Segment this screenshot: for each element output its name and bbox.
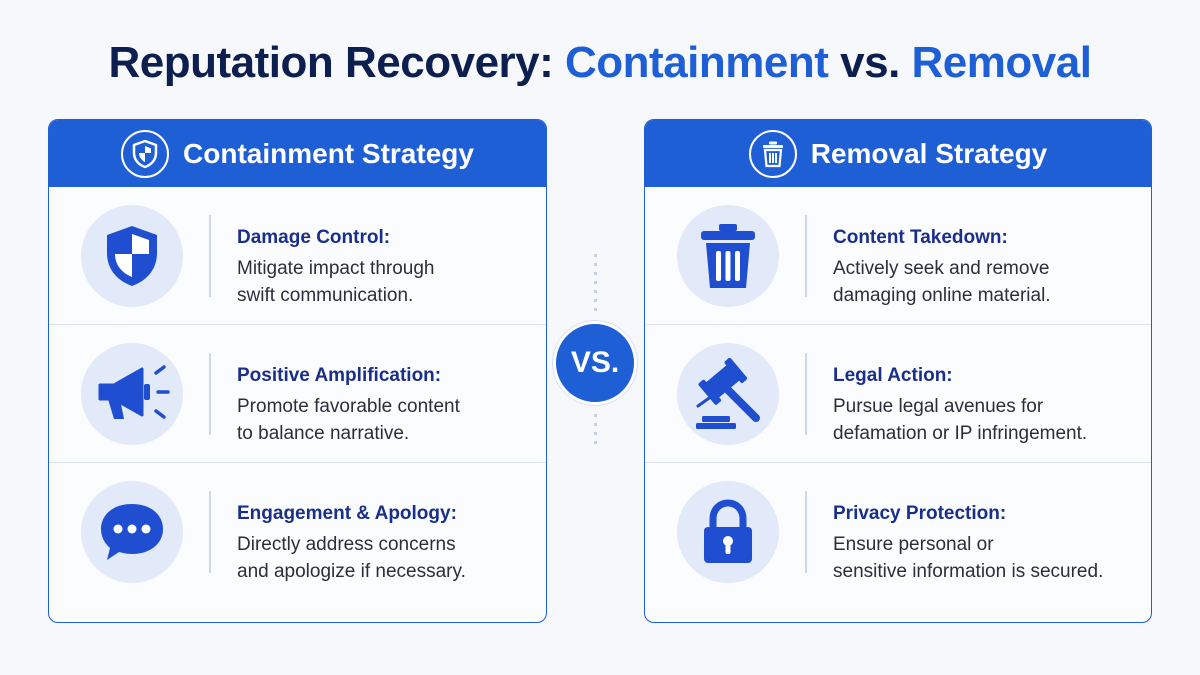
- title-part-1: Reputation Recovery:: [108, 38, 566, 87]
- list-item: Engagement & Apology: Directly address c…: [49, 463, 546, 601]
- title-part-4: Removal: [911, 38, 1092, 87]
- row-divider: [209, 491, 211, 573]
- row-title: Damage Control:: [237, 227, 391, 248]
- row-description-line: Directly address concerns: [237, 534, 456, 555]
- list-item: Damage Control: Mitigate impact through …: [49, 187, 546, 325]
- row-description-line: Mitigate impact through: [237, 258, 435, 279]
- row-description-line: and apologize if necessary.: [237, 561, 466, 582]
- row-description-line: Pursue legal avenues for: [833, 396, 1044, 417]
- removal-panel: Removal Strategy Content Takedown: Activ…: [644, 119, 1152, 623]
- row-description-line: Ensure personal or: [833, 534, 994, 555]
- row-description-line: sensitive information is secured.: [833, 561, 1104, 582]
- row-description-line: Promote favorable content: [237, 396, 460, 417]
- list-item: Legal Action: Pursue legal avenues for d…: [645, 325, 1151, 463]
- list-item: Positive Amplification: Promote favorabl…: [49, 325, 546, 463]
- containment-header-title: Containment Strategy: [183, 137, 474, 169]
- gavel-icon: [677, 343, 779, 445]
- row-description: Actively seek and remove damaging online…: [833, 255, 1133, 309]
- row-description-line: damaging online material.: [833, 285, 1051, 306]
- row-divider: [209, 215, 211, 297]
- shield-icon: [81, 205, 183, 307]
- row-description: Ensure personal or sensitive information…: [833, 531, 1133, 585]
- row-title: Legal Action:: [833, 365, 953, 386]
- row-description: Pursue legal avenues for defamation or I…: [833, 393, 1133, 447]
- chat-bubble-icon: [81, 481, 183, 583]
- shield-icon: [121, 129, 170, 178]
- row-description: Directly address concerns and apologize …: [237, 531, 537, 585]
- list-item: Content Takedown: Actively seek and remo…: [645, 187, 1151, 325]
- row-divider: [805, 215, 807, 297]
- containment-panel: Containment Strategy Damage Control: Mit…: [48, 119, 547, 623]
- row-title: Content Takedown:: [833, 227, 1008, 248]
- megaphone-icon: [81, 343, 183, 445]
- removal-header-title: Removal Strategy: [810, 137, 1048, 169]
- row-title: Engagement & Apology:: [237, 503, 457, 524]
- row-title: Privacy Protection:: [833, 503, 1007, 524]
- trash-icon: [677, 205, 779, 307]
- title-part-3: vs.: [828, 38, 912, 87]
- removal-header: Removal Strategy: [645, 120, 1151, 187]
- row-description-line: Actively seek and remove: [833, 258, 1050, 279]
- row-description-line: to balance narrative.: [237, 423, 410, 444]
- list-item: Privacy Protection: Ensure personal or s…: [645, 463, 1151, 601]
- row-description-line: swift communication.: [237, 285, 414, 306]
- vs-dotted-line-top: [594, 254, 597, 312]
- row-description: Promote favorable content to balance nar…: [237, 393, 537, 447]
- row-divider: [805, 491, 807, 573]
- trash-icon: [748, 129, 797, 178]
- page-title: Reputation Recovery: Containment vs. Rem…: [0, 38, 1200, 88]
- row-title: Positive Amplification:: [237, 365, 442, 386]
- row-divider: [209, 353, 211, 435]
- row-description-line: defamation or IP infringement.: [833, 423, 1088, 444]
- vs-dotted-line-bottom: [594, 414, 597, 448]
- row-description: Mitigate impact through swift communicat…: [237, 255, 537, 309]
- vs-badge: VS.: [553, 321, 637, 405]
- title-part-2: Containment: [565, 38, 829, 87]
- padlock-icon: [677, 481, 779, 583]
- containment-header: Containment Strategy: [49, 120, 546, 187]
- row-divider: [805, 353, 807, 435]
